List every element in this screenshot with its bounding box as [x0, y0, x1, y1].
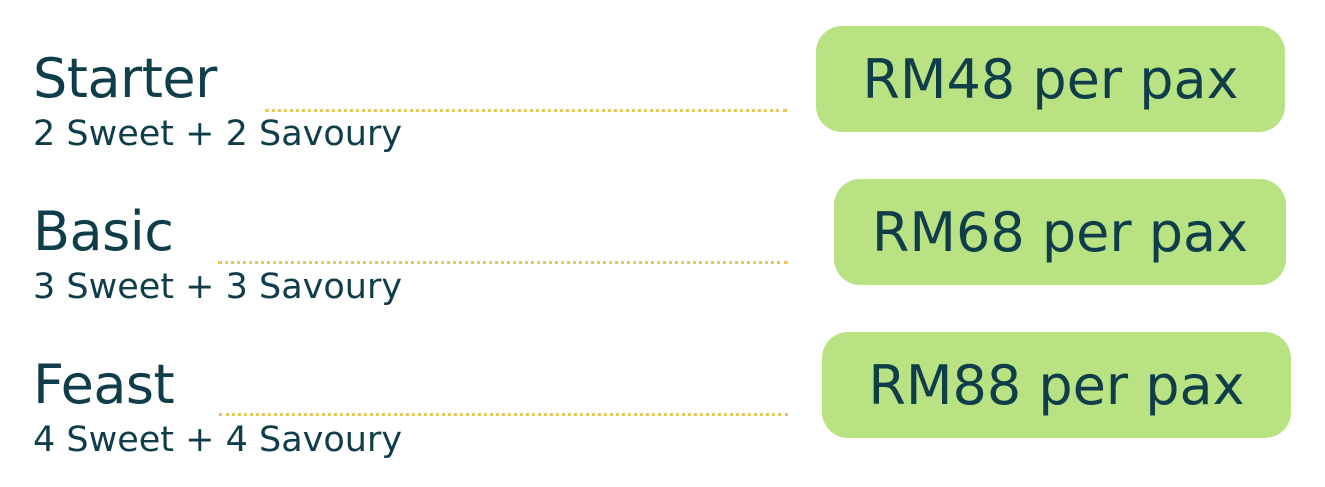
tier-name: Feast [33, 353, 175, 416]
price-badge[interactable]: RM48 per pax [816, 26, 1285, 132]
dotted-leader [219, 413, 788, 416]
tier-basic: Basic 3 Sweet + 3 Savoury RM68 per pax [0, 0, 1325, 305]
tier-feast: Feast 4 Sweet + 4 Savoury RM88 per pax [0, 0, 1325, 458]
tier-starter: Starter 2 Sweet + 2 Savoury RM48 per pax [0, 0, 1325, 152]
dotted-leader [218, 261, 788, 264]
tier-name: Basic [33, 200, 174, 263]
tier-description: 2 Sweet + 2 Savoury [33, 114, 403, 154]
dotted-leader [265, 109, 787, 112]
price-badge[interactable]: RM88 per pax [822, 332, 1291, 438]
price-badge[interactable]: RM68 per pax [834, 179, 1286, 285]
tier-description: 3 Sweet + 3 Savoury [33, 267, 403, 307]
tier-description: 4 Sweet + 4 Savoury [33, 420, 403, 460]
tier-name: Starter [33, 47, 217, 110]
